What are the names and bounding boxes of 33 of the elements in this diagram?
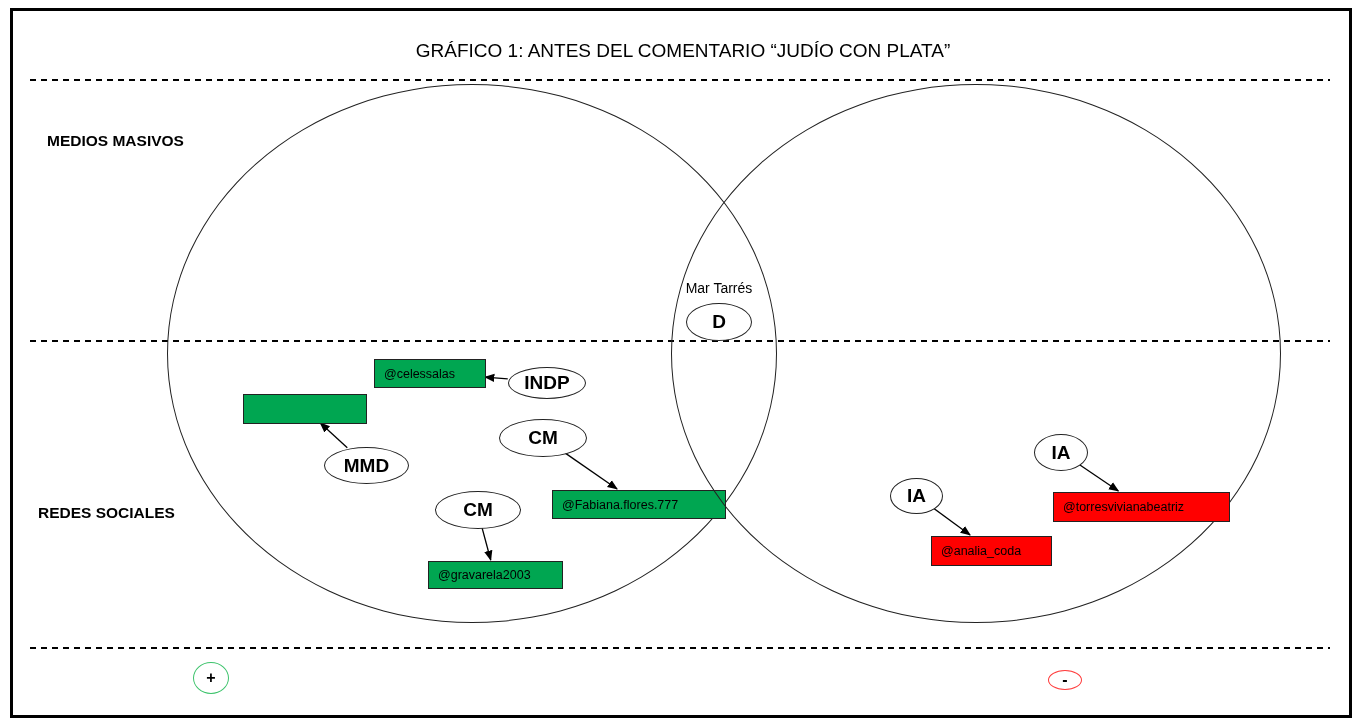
- arrow: [319, 422, 348, 449]
- role-code: CM: [528, 427, 558, 449]
- arrow: [564, 452, 618, 490]
- account-box: [374, 359, 486, 388]
- role-code: +: [206, 669, 216, 687]
- account-handle: @torresvivianabeatriz: [1063, 500, 1185, 514]
- arrow: [932, 507, 971, 536]
- account-handle: @gravarela2003: [438, 568, 531, 582]
- role-code: IA: [1051, 441, 1071, 464]
- account-box: [931, 536, 1052, 566]
- account-handle: @Fabiana.flores.777: [562, 497, 679, 512]
- row-label: MEDIOS MASIVOS: [47, 132, 184, 150]
- role-code: CM: [463, 499, 493, 521]
- role-code: MMD: [343, 454, 390, 477]
- arrow: [481, 527, 493, 561]
- role-code: -: [1062, 671, 1068, 689]
- role-code: IA: [907, 485, 926, 507]
- account-box: [243, 394, 367, 424]
- account-handle: @celessalas: [384, 366, 456, 381]
- arrow: [1078, 463, 1120, 492]
- sign-circle: [1048, 670, 1082, 690]
- account-box: [552, 490, 726, 519]
- account-box: [1053, 492, 1230, 522]
- diagram-title: GRÁFICO 1: ANTES DEL COMENTARIO “JUDÍO CON PLATA”: [415, 40, 951, 61]
- account-box: [428, 561, 563, 589]
- role-ellipse: [1034, 434, 1088, 471]
- role-code: INDP: [524, 372, 570, 394]
- role-ellipse: [890, 478, 943, 514]
- row-label: REDES SOCIALES: [38, 504, 175, 522]
- role-code: D: [712, 311, 726, 333]
- sign-circle: [193, 662, 229, 694]
- person-name: Mar Tarrés: [685, 280, 753, 296]
- account-handle: @analia_coda: [941, 544, 1022, 558]
